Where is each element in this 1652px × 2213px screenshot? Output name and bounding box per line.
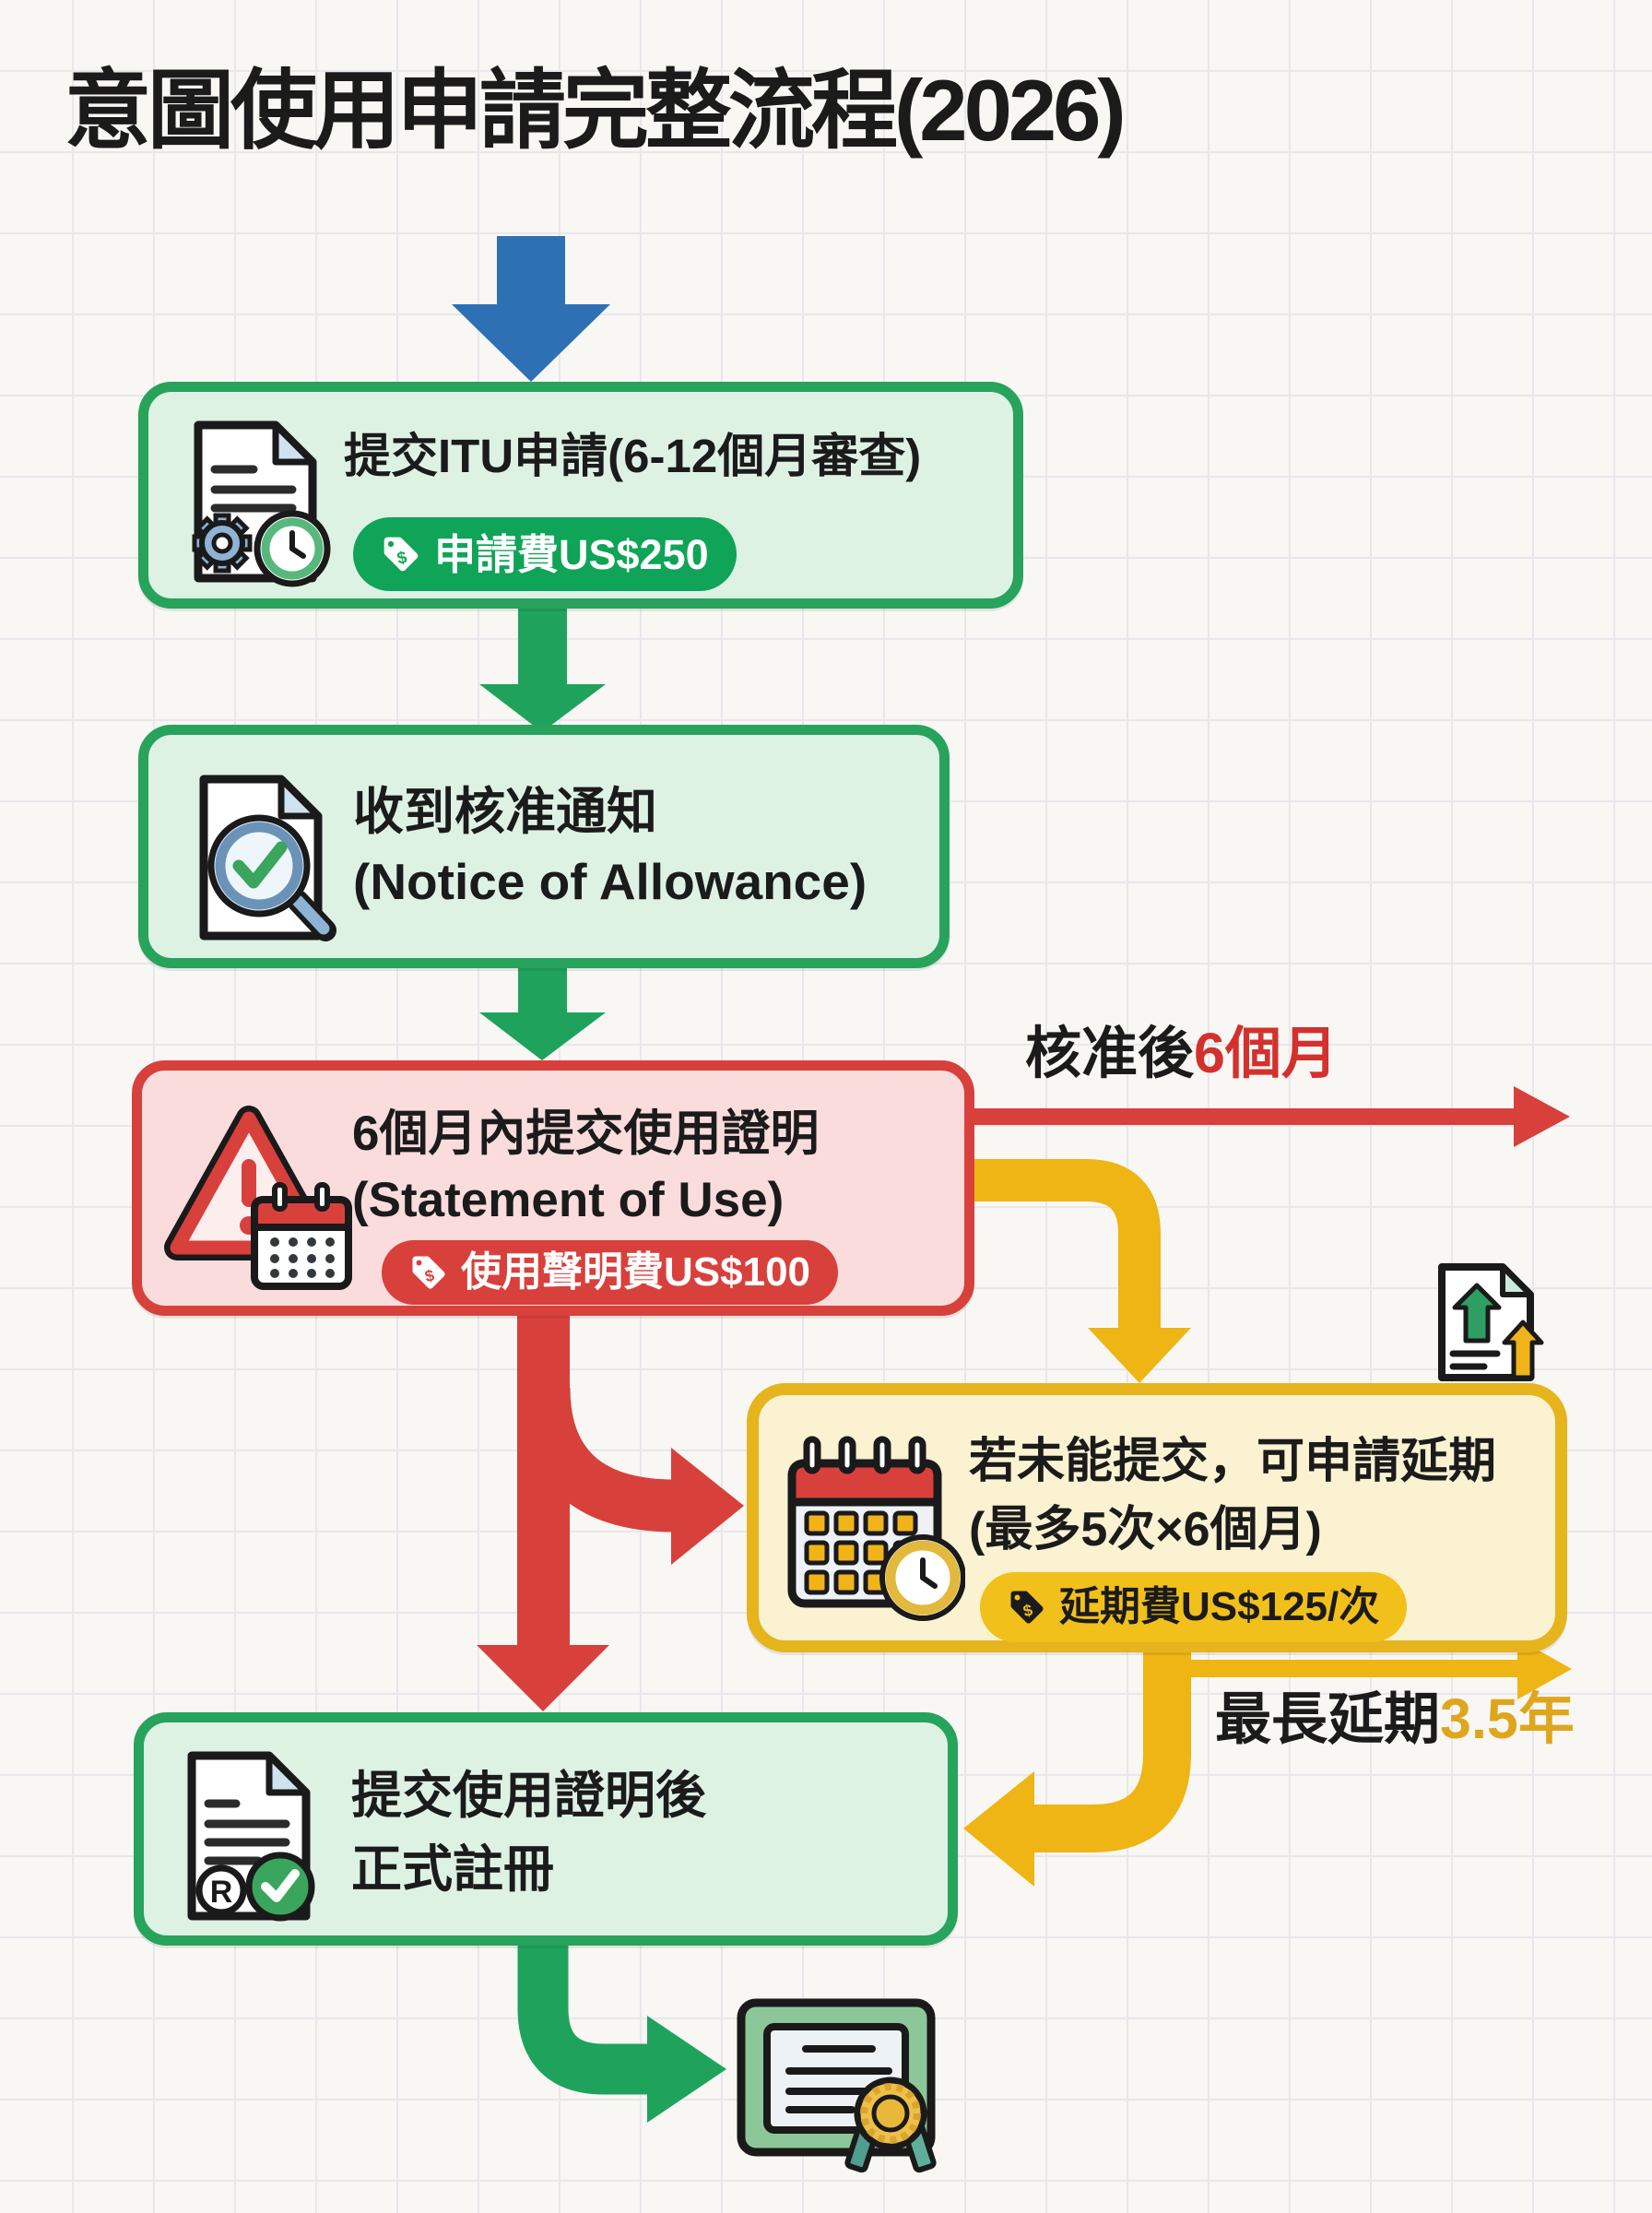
red-right-arrow-line [974,1108,1515,1125]
calendar-clock-icon [785,1428,966,1627]
green-down-arrow-2 [479,964,606,1060]
max-extension-prefix: 最長延期 [1215,1687,1441,1750]
svg-text:R: R [210,1875,233,1910]
warning-calendar-icon [164,1102,358,1300]
max-extension-label: 最長延期3.5年 [1215,1691,1575,1747]
svg-text:$: $ [423,1266,437,1286]
after-approval-prefix: 核准後 [1025,1022,1195,1084]
step-box-itu-filing: 提交ITU申請(6-12個月審查) $ 申請費US$250 [138,382,1023,609]
after-approval-label: 核准後6個月 [1025,1025,1338,1082]
document-magnifier-check-icon [189,770,341,950]
itu-fee-badge: $ 申請費US$250 [353,517,737,591]
page-title: 意圖使用申請完整流程(2026) [65,62,1127,159]
extension-fee-badge: $ 延期費US$125/次 [980,1572,1408,1642]
green-final-arrowhead [647,2016,726,2123]
itu-fee-text: 申請費US$250 [434,530,709,578]
yellow-right-arrowhead [1517,1639,1572,1699]
certificate-icon [736,1992,938,2185]
extension-fee-text: 延期費US$125/次 [1059,1584,1380,1629]
red-branch-arrow-line [517,1387,676,1533]
price-tag-icon: $ [412,1256,445,1289]
after-approval-highlight: 6個月 [1194,1022,1338,1084]
red-right-arrowhead [1514,1086,1570,1147]
price-tag-icon: $ [1010,1591,1044,1624]
step-extension-line1: 若未能提交，可申請延期 [969,1435,1497,1488]
sou-fee-text: 使用聲明費US$100 [461,1249,811,1295]
document-registered-check-icon: R [177,1746,329,1931]
max-extension-highlight: 3.5年 [1440,1687,1575,1750]
yellow-return-arrow-line [1034,1647,1191,1852]
step-extension-line2: (最多5次×6個月) [969,1503,1322,1556]
step-box-notice-of-allowance: 收到核准通知 (Notice of Allowance) [138,725,950,968]
step-noa-line2: (Notice of Allowance) [353,853,867,910]
step-noa-line1: 收到核准通知 [353,783,658,840]
red-down-arrowhead [477,1645,609,1711]
blue-down-arrow [452,236,610,382]
svg-text:$: $ [395,547,408,568]
sou-fee-badge: $ 使用聲明費US$100 [382,1240,839,1305]
svg-text:$: $ [1021,1601,1035,1621]
yellow-branch-arrowhead [1088,1328,1191,1383]
step-sou-line2: (Statement of Use) [352,1173,785,1227]
step-sou-line1: 6個月內提交使用證明 [352,1106,820,1161]
step-box-extension: 若未能提交，可申請延期 (最多5次×6個月) $ 延期費US$125/次 [747,1383,1567,1652]
price-tag-icon: $ [384,537,419,572]
document-gear-clock-icon [183,416,331,592]
yellow-right-arrow-line [1152,1660,1517,1677]
step-register-line2: 正式註冊 [351,1840,555,1898]
step-itu-title: 提交ITU申請(6-12個月審查) [344,430,922,482]
yellow-branch-arrow-line [974,1159,1161,1330]
step-box-registration: R 提交使用證明後 正式註冊 [134,1712,958,1946]
upload-document-icon [1431,1260,1554,1390]
green-down-arrow-1 [479,605,606,732]
yellow-return-arrowhead [963,1771,1034,1887]
step-register-line1: 提交使用證明後 [351,1767,707,1824]
green-final-arrow-line [517,1942,649,2095]
red-branch-arrowhead [671,1448,744,1565]
step-box-statement-of-use: 6個月內提交使用證明 (Statement of Use) $ 使用聲明費US$… [132,1060,974,1316]
